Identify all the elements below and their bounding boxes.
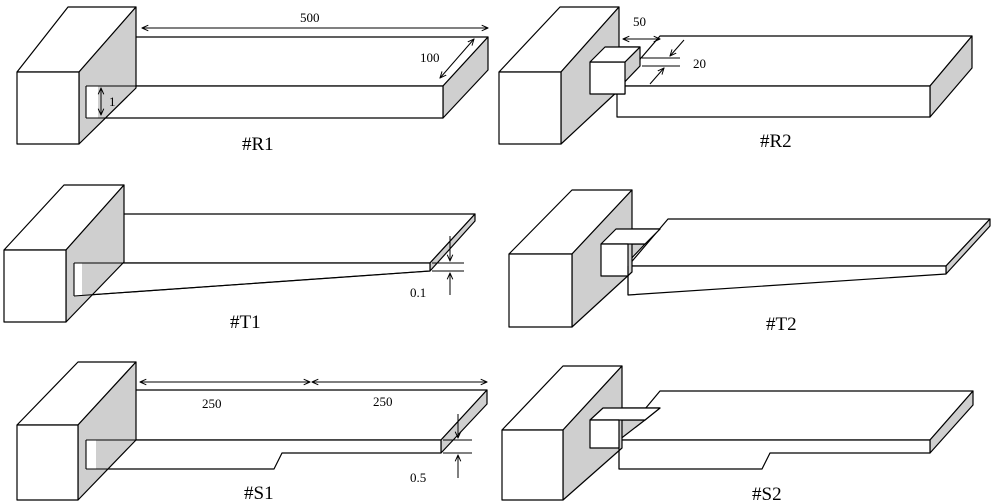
specimen-t2: #T2 <box>508 189 991 335</box>
plate-front <box>627 265 947 296</box>
clamp-front <box>16 71 80 145</box>
dim-slot-width-arrow-bottom <box>649 68 664 85</box>
dim-step-label: 0.5 <box>410 470 426 485</box>
caption-r2: #R2 <box>760 131 792 152</box>
clamp-front <box>501 429 564 501</box>
plate-top <box>85 389 488 441</box>
clamp-front <box>16 424 79 501</box>
dim-tip-label: 0.1 <box>410 285 426 300</box>
plate-top <box>73 213 476 264</box>
specimen-s2: #S2 <box>501 365 974 503</box>
specimen-t1: 0.1 #T1 <box>3 184 476 333</box>
caption-t1: #T1 <box>230 312 261 333</box>
caption-t2: #T2 <box>766 314 797 335</box>
caption-s1: #S1 <box>244 483 274 503</box>
clamp-front <box>498 71 562 145</box>
plate-top <box>618 390 974 441</box>
plate-front <box>85 439 442 470</box>
dim-length-label: 500 <box>300 10 320 25</box>
clamp-front <box>3 249 67 323</box>
plate-top <box>616 35 973 87</box>
plate-front <box>85 85 444 119</box>
dim-width-arrow <box>440 39 474 78</box>
dim-thickness-label: 1 <box>109 94 116 109</box>
specimen-r1: 500 100 1 #R1 <box>16 6 488 155</box>
plate-front <box>618 439 931 470</box>
dim-width-label: 100 <box>420 50 440 65</box>
dim-half1-label: 250 <box>202 396 222 411</box>
specimen-s1: 250 250 0.5 #S1 <box>16 361 488 503</box>
specimen-r2: 50 20 #R2 <box>498 6 973 152</box>
plate-front <box>616 85 931 118</box>
caption-r1: #R1 <box>242 134 274 155</box>
dim-slot-length-label: 50 <box>633 14 646 29</box>
clamp-front <box>508 253 573 328</box>
dim-slot-width-arrow-top <box>670 39 685 56</box>
plate-front <box>73 262 431 297</box>
plate-top <box>627 218 991 267</box>
dim-half2-label: 250 <box>373 394 393 409</box>
dim-slot-width-label: 20 <box>693 56 706 71</box>
caption-s2: #S2 <box>752 484 782 503</box>
